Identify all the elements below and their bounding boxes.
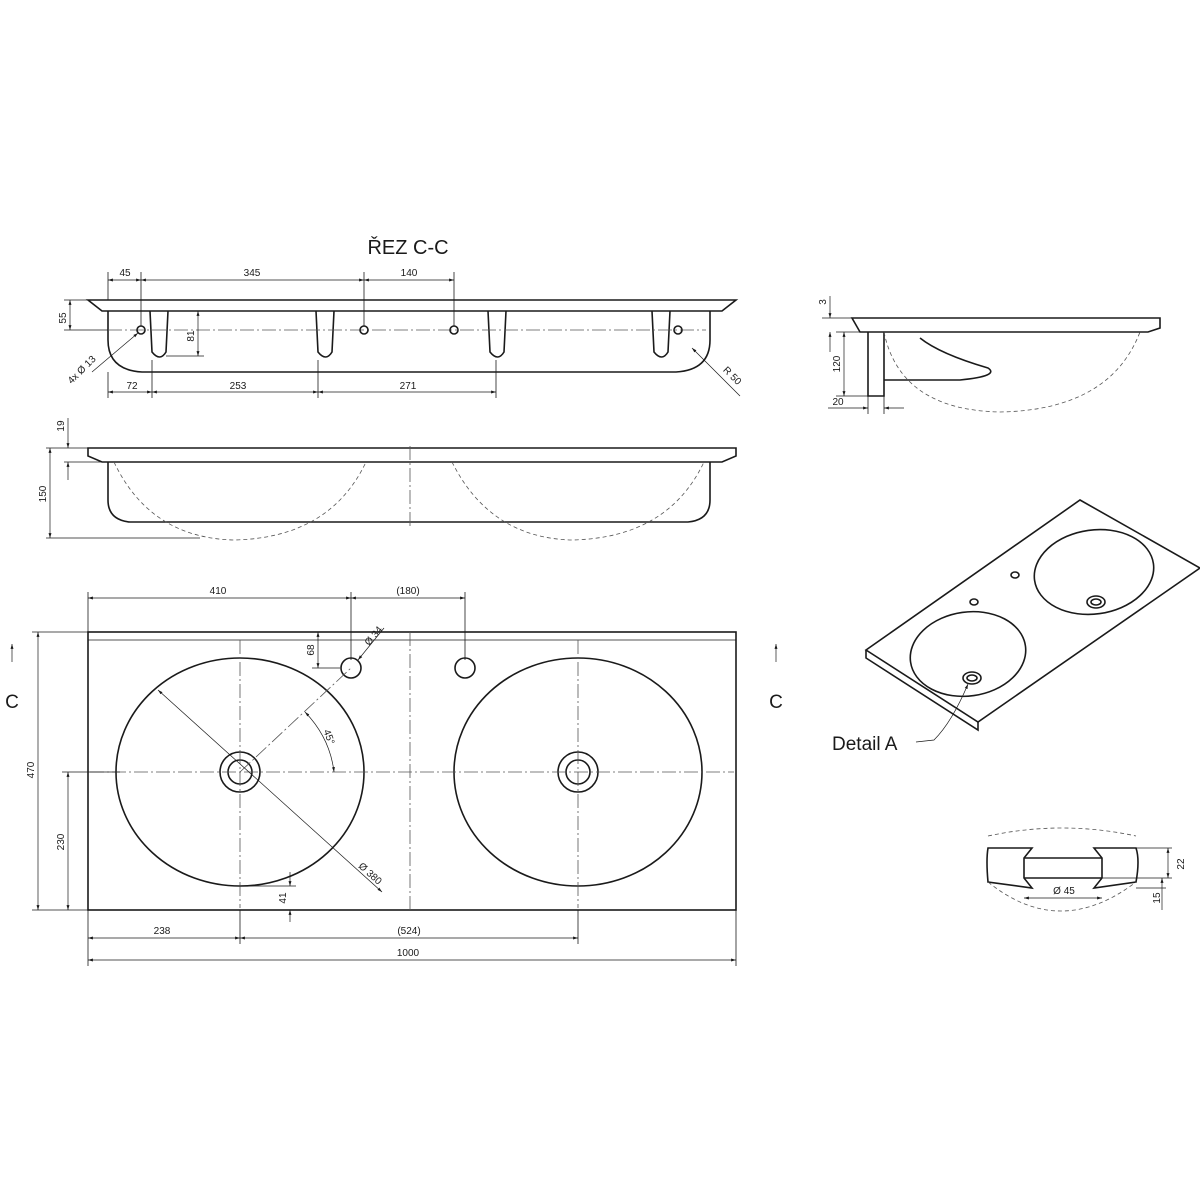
dim-120: 120	[832, 355, 843, 372]
dim-524: (524)	[397, 926, 420, 937]
dim-410: 410	[210, 586, 227, 597]
dim-72: 72	[126, 381, 138, 392]
detail-wall-left	[986, 847, 1034, 890]
isometric-view: Detail A	[832, 499, 1200, 755]
side-view: 3 120 20	[818, 296, 1161, 414]
dim-230: 230	[56, 833, 67, 850]
dim-45: 45	[119, 268, 131, 279]
dim-238: 238	[154, 926, 171, 937]
front-body	[107, 462, 711, 523]
side-top	[850, 317, 1161, 333]
section-title: ŘEZ C-C	[367, 236, 448, 259]
dim-3: 3	[818, 299, 829, 305]
plan-view: C C 410 (180) Ø 34 68 45° 470 230 Ø 380 …	[5, 586, 783, 966]
section-top-slab	[85, 299, 739, 312]
basin-right-hidden	[451, 461, 705, 541]
section-view: ŘEZ C-C 45 345 140 55 81 4x Ø 1	[58, 236, 743, 398]
section-rib	[487, 310, 507, 358]
iso-tap-hole	[1010, 571, 1020, 579]
dim-140: 140	[401, 268, 418, 279]
cut-marker-right: C	[769, 692, 783, 713]
iso-tap-hole	[969, 598, 979, 606]
dim-19: 19	[56, 420, 67, 432]
side-basin-hidden	[883, 331, 1141, 413]
dim-r50: R 50	[720, 365, 743, 388]
dim-345: 345	[244, 268, 261, 279]
tap-hole-right	[454, 657, 476, 679]
section-body	[107, 311, 711, 373]
iso-top	[864, 499, 1200, 723]
iso-basin-right	[1033, 528, 1155, 616]
dim-68: 68	[306, 644, 317, 656]
dim-20: 20	[832, 397, 844, 408]
basin-left-hidden	[113, 461, 367, 541]
cut-marker-left: C	[5, 692, 19, 713]
dim-22: 22	[1176, 858, 1187, 870]
iso-basin-left	[909, 610, 1027, 698]
dim-d45: Ø 45	[1053, 886, 1075, 897]
dim-angle: 45°	[321, 728, 337, 746]
dim-15: 15	[1152, 892, 1163, 904]
section-rib	[315, 310, 335, 358]
section-rib	[651, 310, 671, 358]
dim-380: Ø 380	[356, 861, 384, 888]
dim-271: 271	[400, 381, 417, 392]
dim-41: 41	[278, 892, 289, 904]
side-drain	[884, 337, 992, 381]
dim-253: 253	[230, 381, 247, 392]
dim-150: 150	[38, 485, 49, 502]
plan-outline	[87, 631, 737, 911]
detail-view: Ø 45 22 15	[986, 827, 1187, 912]
front-top-slab	[87, 447, 737, 463]
dim-55: 55	[58, 312, 69, 324]
front-view: 19 150	[38, 418, 737, 541]
dim-34: Ø 34	[363, 624, 386, 648]
side-wall	[867, 332, 885, 397]
dim-180: (180)	[396, 586, 419, 597]
dim-470: 470	[26, 761, 37, 778]
dim-1000: 1000	[397, 948, 420, 959]
mount-hole	[673, 325, 683, 335]
dim-81: 81	[186, 330, 197, 342]
section-rib	[149, 310, 169, 358]
detail-a-label: Detail A	[832, 734, 898, 755]
detail-wall-right	[1092, 847, 1139, 890]
